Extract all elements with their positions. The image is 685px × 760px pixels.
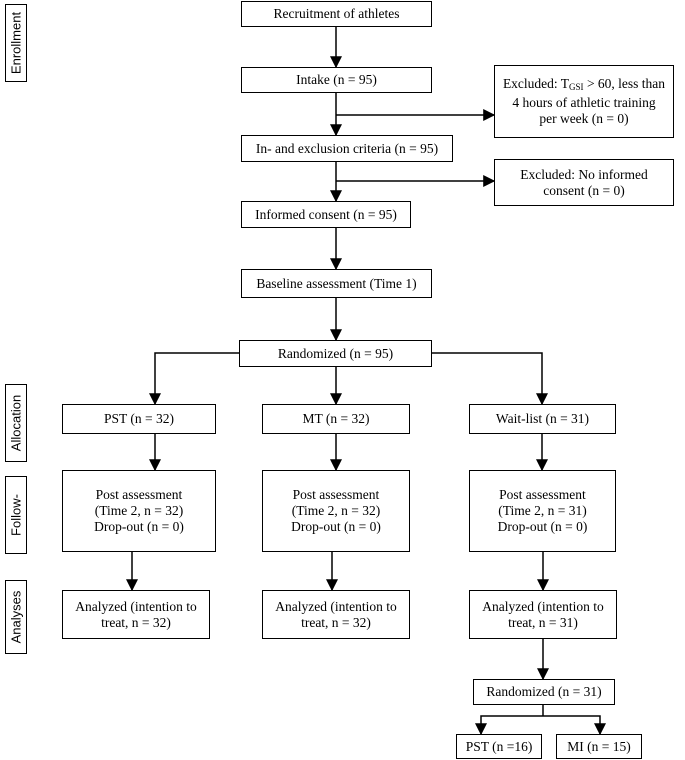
allocation-mt-box: MT (n = 32) — [262, 404, 410, 434]
post-pst-line1: Post assessment — [95, 487, 183, 502]
post-pst-box: Post assessment (Time 2, n = 32) Drop-ou… — [62, 470, 216, 552]
followup-mi-box: MI (n = 15) — [556, 734, 642, 759]
exclusion-1-prefix: Excluded: T — [502, 76, 570, 91]
analyzed-waitlist-line2: treat, n = 31) — [508, 614, 578, 630]
allocation-mt-text: MT (n = 32) — [302, 411, 370, 426]
post-mt-line2: (Time 2, n = 32) — [291, 503, 381, 518]
exclusion-box-2: Excluded: No informed consent (n = 0) — [494, 159, 674, 206]
post-waitlist-line1: Post assessment — [499, 487, 586, 502]
exclusion-2-line1: Excluded: No informed — [520, 166, 648, 182]
recruitment-box: Recruitment of athletes — [241, 1, 432, 27]
baseline-text: Baseline assessment (Time 1) — [256, 275, 417, 291]
post-waitlist-line3: Drop-out (n = 0) — [497, 519, 588, 534]
analyzed-pst-line2: treat, n = 32) — [101, 614, 171, 630]
analyzed-pst-line1: Analyzed (intention to — [75, 598, 197, 614]
intake-text: Intake (n = 95) — [296, 72, 377, 87]
randomized-text: Randomized (n = 95) — [277, 345, 394, 361]
exclusion-1-sub: GSI — [569, 82, 584, 92]
randomized-box: Randomized (n = 95) — [239, 340, 432, 367]
phase-follow-up: Follow- — [5, 476, 27, 554]
phase-enrollment: Enrollment — [5, 4, 27, 82]
phase-allocation-label: Allocation — [8, 394, 24, 452]
analyzed-waitlist-line1: Analyzed (intention to — [482, 598, 604, 614]
analyzed-pst-box: Analyzed (intention to treat, n = 32) — [62, 590, 210, 639]
analyzed-waitlist-box: Analyzed (intention to treat, n = 31) — [469, 590, 617, 639]
exclusion-1-line1: Excluded: TGSI > 60, less than — [503, 76, 665, 95]
arrow-randomized-waitlist — [432, 352, 548, 406]
arrow-randomized-31-mi — [543, 715, 606, 736]
post-mt-line1: Post assessment — [292, 487, 380, 502]
post-waitlist-line2: (Time 2, n = 31) — [498, 503, 587, 518]
post-mt-box: Post assessment (Time 2, n = 32) Drop-ou… — [262, 470, 410, 552]
followup-pst-box: PST (n =16) — [456, 734, 542, 759]
allocation-waitlist-box: Wait-list (n = 31) — [469, 404, 616, 434]
allocation-pst-text: PST (n = 32) — [104, 411, 174, 426]
post-pst-line2: (Time 2, n = 32) — [94, 503, 184, 518]
criteria-box: In- and exclusion criteria (n = 95) — [241, 135, 453, 162]
intake-box: Intake (n = 95) — [241, 67, 432, 93]
phase-follow-up-label: Follow- — [8, 494, 24, 536]
phase-analyses: Analyses — [5, 580, 27, 654]
arrow-randomized-pst — [149, 352, 239, 406]
exclusion-2-line2: consent (n = 0) — [543, 182, 625, 198]
phase-allocation: Allocation — [5, 384, 27, 462]
post-mt-line3: Drop-out (n = 0) — [291, 519, 381, 534]
exclusion-1-line2: 4 hours of athletic training — [512, 95, 656, 110]
analyzed-mt-box: Analyzed (intention to treat, n = 32) — [262, 590, 410, 639]
exclusion-1-line3: per week (n = 0) — [539, 111, 629, 126]
recruitment-text: Recruitment of athletes — [273, 6, 400, 21]
informed-consent-box: Informed consent (n = 95) — [241, 201, 411, 228]
exclusion-1-suffix: > 60, less than — [583, 76, 666, 91]
analyzed-mt-line2: treat, n = 32) — [301, 614, 371, 630]
followup-pst-text: PST (n =16) — [465, 738, 533, 754]
post-waitlist-box: Post assessment (Time 2, n = 31) Drop-ou… — [469, 470, 616, 552]
randomized-31-box: Randomized (n = 31) — [473, 679, 615, 705]
informed-consent-text: Informed consent (n = 95) — [255, 206, 397, 222]
analyzed-mt-line1: Analyzed (intention to — [275, 598, 397, 614]
phase-enrollment-label: Enrollment — [8, 11, 24, 75]
allocation-waitlist-text: Wait-list (n = 31) — [495, 411, 590, 426]
randomized-31-text: Randomized (n = 31) — [486, 684, 602, 699]
criteria-text: In- and exclusion criteria (n = 95) — [255, 140, 439, 156]
exclusion-box-1: Excluded: TGSI > 60, less than 4 hours o… — [494, 65, 674, 138]
post-pst-line3: Drop-out (n = 0) — [94, 519, 184, 534]
phase-analyses-label: Analyses — [8, 590, 24, 644]
allocation-pst-box: PST (n = 32) — [62, 404, 216, 434]
baseline-box: Baseline assessment (Time 1) — [241, 269, 432, 298]
arrow-randomized-31-pst — [475, 715, 543, 736]
followup-mi-text: MI (n = 15) — [567, 738, 631, 754]
